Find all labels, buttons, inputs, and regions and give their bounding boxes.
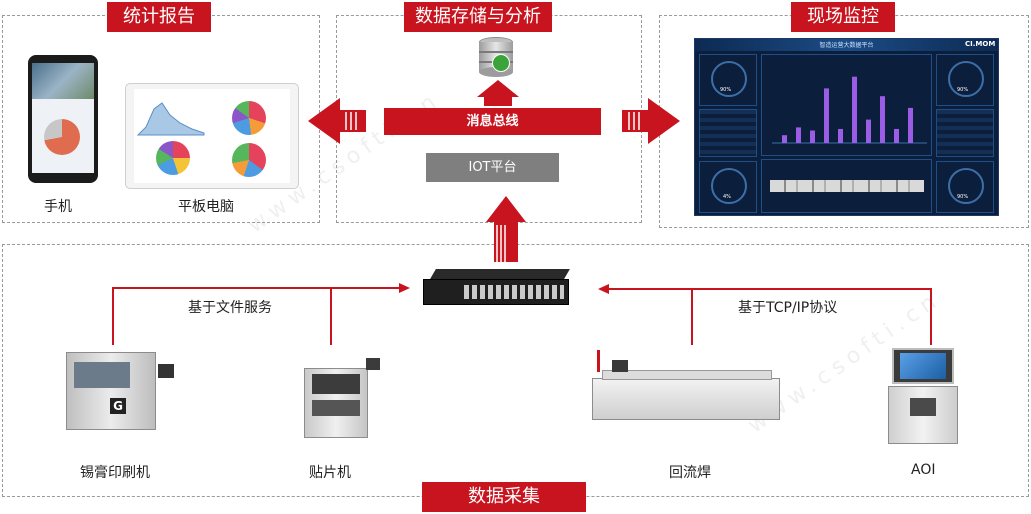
production-line-image xyxy=(770,180,924,192)
collect-section-title: 数据采集 xyxy=(422,482,586,512)
upload-arrow xyxy=(486,196,526,262)
file-service-line xyxy=(112,287,400,345)
bar xyxy=(908,107,913,143)
bar xyxy=(782,135,787,143)
bar xyxy=(824,88,829,143)
gauge-value: 90% xyxy=(957,194,969,200)
iot-platform-box: IOT平台 xyxy=(426,153,559,182)
aoi-machine-image xyxy=(884,348,968,448)
file-service-arrowhead xyxy=(399,283,410,293)
gauge-dial xyxy=(711,168,747,204)
network-switch-image xyxy=(423,269,577,307)
bar-chart-panel xyxy=(761,54,932,156)
phone-header-image xyxy=(32,63,94,99)
reflow-control-panel xyxy=(612,360,628,372)
switch-ports xyxy=(464,285,564,299)
gauge-dial xyxy=(948,61,984,97)
reflow-label: 回流焊 xyxy=(669,465,711,481)
tcp-line xyxy=(608,288,932,345)
bar xyxy=(810,130,815,143)
tablet-screen xyxy=(134,89,290,183)
bar xyxy=(852,76,857,143)
tablet-label: 平板电脑 xyxy=(178,199,234,215)
bus-to-server-arrow xyxy=(477,80,519,106)
bar xyxy=(796,127,801,143)
reflow-oven-image xyxy=(592,350,782,426)
production-line-panel xyxy=(761,159,932,213)
printer-logo-badge: G xyxy=(110,398,126,414)
monitor-screen: 智造运营大数据平台 CI.MOM 90% 4% 90% 90% xyxy=(694,38,999,216)
monitor-brand: CI.MOM xyxy=(965,40,996,48)
bar xyxy=(866,119,871,143)
phone-screen xyxy=(32,63,94,173)
placer-monitor xyxy=(366,358,380,370)
phone-image xyxy=(28,55,98,183)
report-section-title: 统计报告 xyxy=(107,2,211,32)
solder-paste-printer-image: G xyxy=(66,352,176,432)
report-arrow xyxy=(308,98,366,144)
reflow-status-light xyxy=(597,350,600,372)
gauge-panel-bottom-right: 90% xyxy=(936,161,994,213)
monitor-title: 智造运营大数据平台 xyxy=(819,42,874,49)
message-bus-bar xyxy=(384,108,601,135)
gauge-value: 90% xyxy=(957,87,969,93)
tcp-arrowhead xyxy=(598,284,609,294)
bar xyxy=(838,128,843,143)
placer-label: 贴片机 xyxy=(309,465,351,481)
printer-monitor xyxy=(158,364,174,378)
aoi-screen xyxy=(900,353,946,379)
tablet-image xyxy=(125,83,299,189)
placement-machine-image xyxy=(294,354,384,440)
monitor-header-bar xyxy=(695,39,998,51)
database-server-icon xyxy=(479,37,513,77)
tablet-pie-1 xyxy=(232,101,266,135)
tcp-ip-label: 基于TCP/IP协议 xyxy=(738,300,838,316)
server-badge-icon xyxy=(492,54,510,72)
bar xyxy=(880,96,885,143)
storage-section-title: 数据存储与分析 xyxy=(404,2,552,32)
gauge-value: 4% xyxy=(723,194,731,200)
message-bus-label: 消息总线 xyxy=(466,114,519,129)
table-panel-left xyxy=(699,109,757,157)
monitor-section-title: 现场监控 xyxy=(791,2,895,32)
aoi-label: AOI xyxy=(911,462,936,478)
phone-label: 手机 xyxy=(44,199,72,215)
gauge-value: 90% xyxy=(720,87,732,93)
gauge-dial xyxy=(948,168,984,204)
tablet-pie-2 xyxy=(156,141,190,175)
gauge-panel-top-left: 90% xyxy=(699,54,757,106)
gauge-panel-top-right: 90% xyxy=(936,54,994,106)
table-panel-right xyxy=(936,109,994,157)
printer-label: 锡膏印刷机 xyxy=(80,465,150,481)
phone-pie-chart xyxy=(44,119,80,155)
tablet-area-chart xyxy=(136,102,205,136)
gauge-panel-bottom-left: 4% xyxy=(699,161,757,213)
bar xyxy=(894,128,899,143)
bar-chart xyxy=(772,76,927,144)
gauge-dial xyxy=(711,61,747,97)
tablet-pie-3 xyxy=(232,143,266,177)
file-service-label: 基于文件服务 xyxy=(188,300,272,316)
monitor-arrow xyxy=(622,98,680,144)
